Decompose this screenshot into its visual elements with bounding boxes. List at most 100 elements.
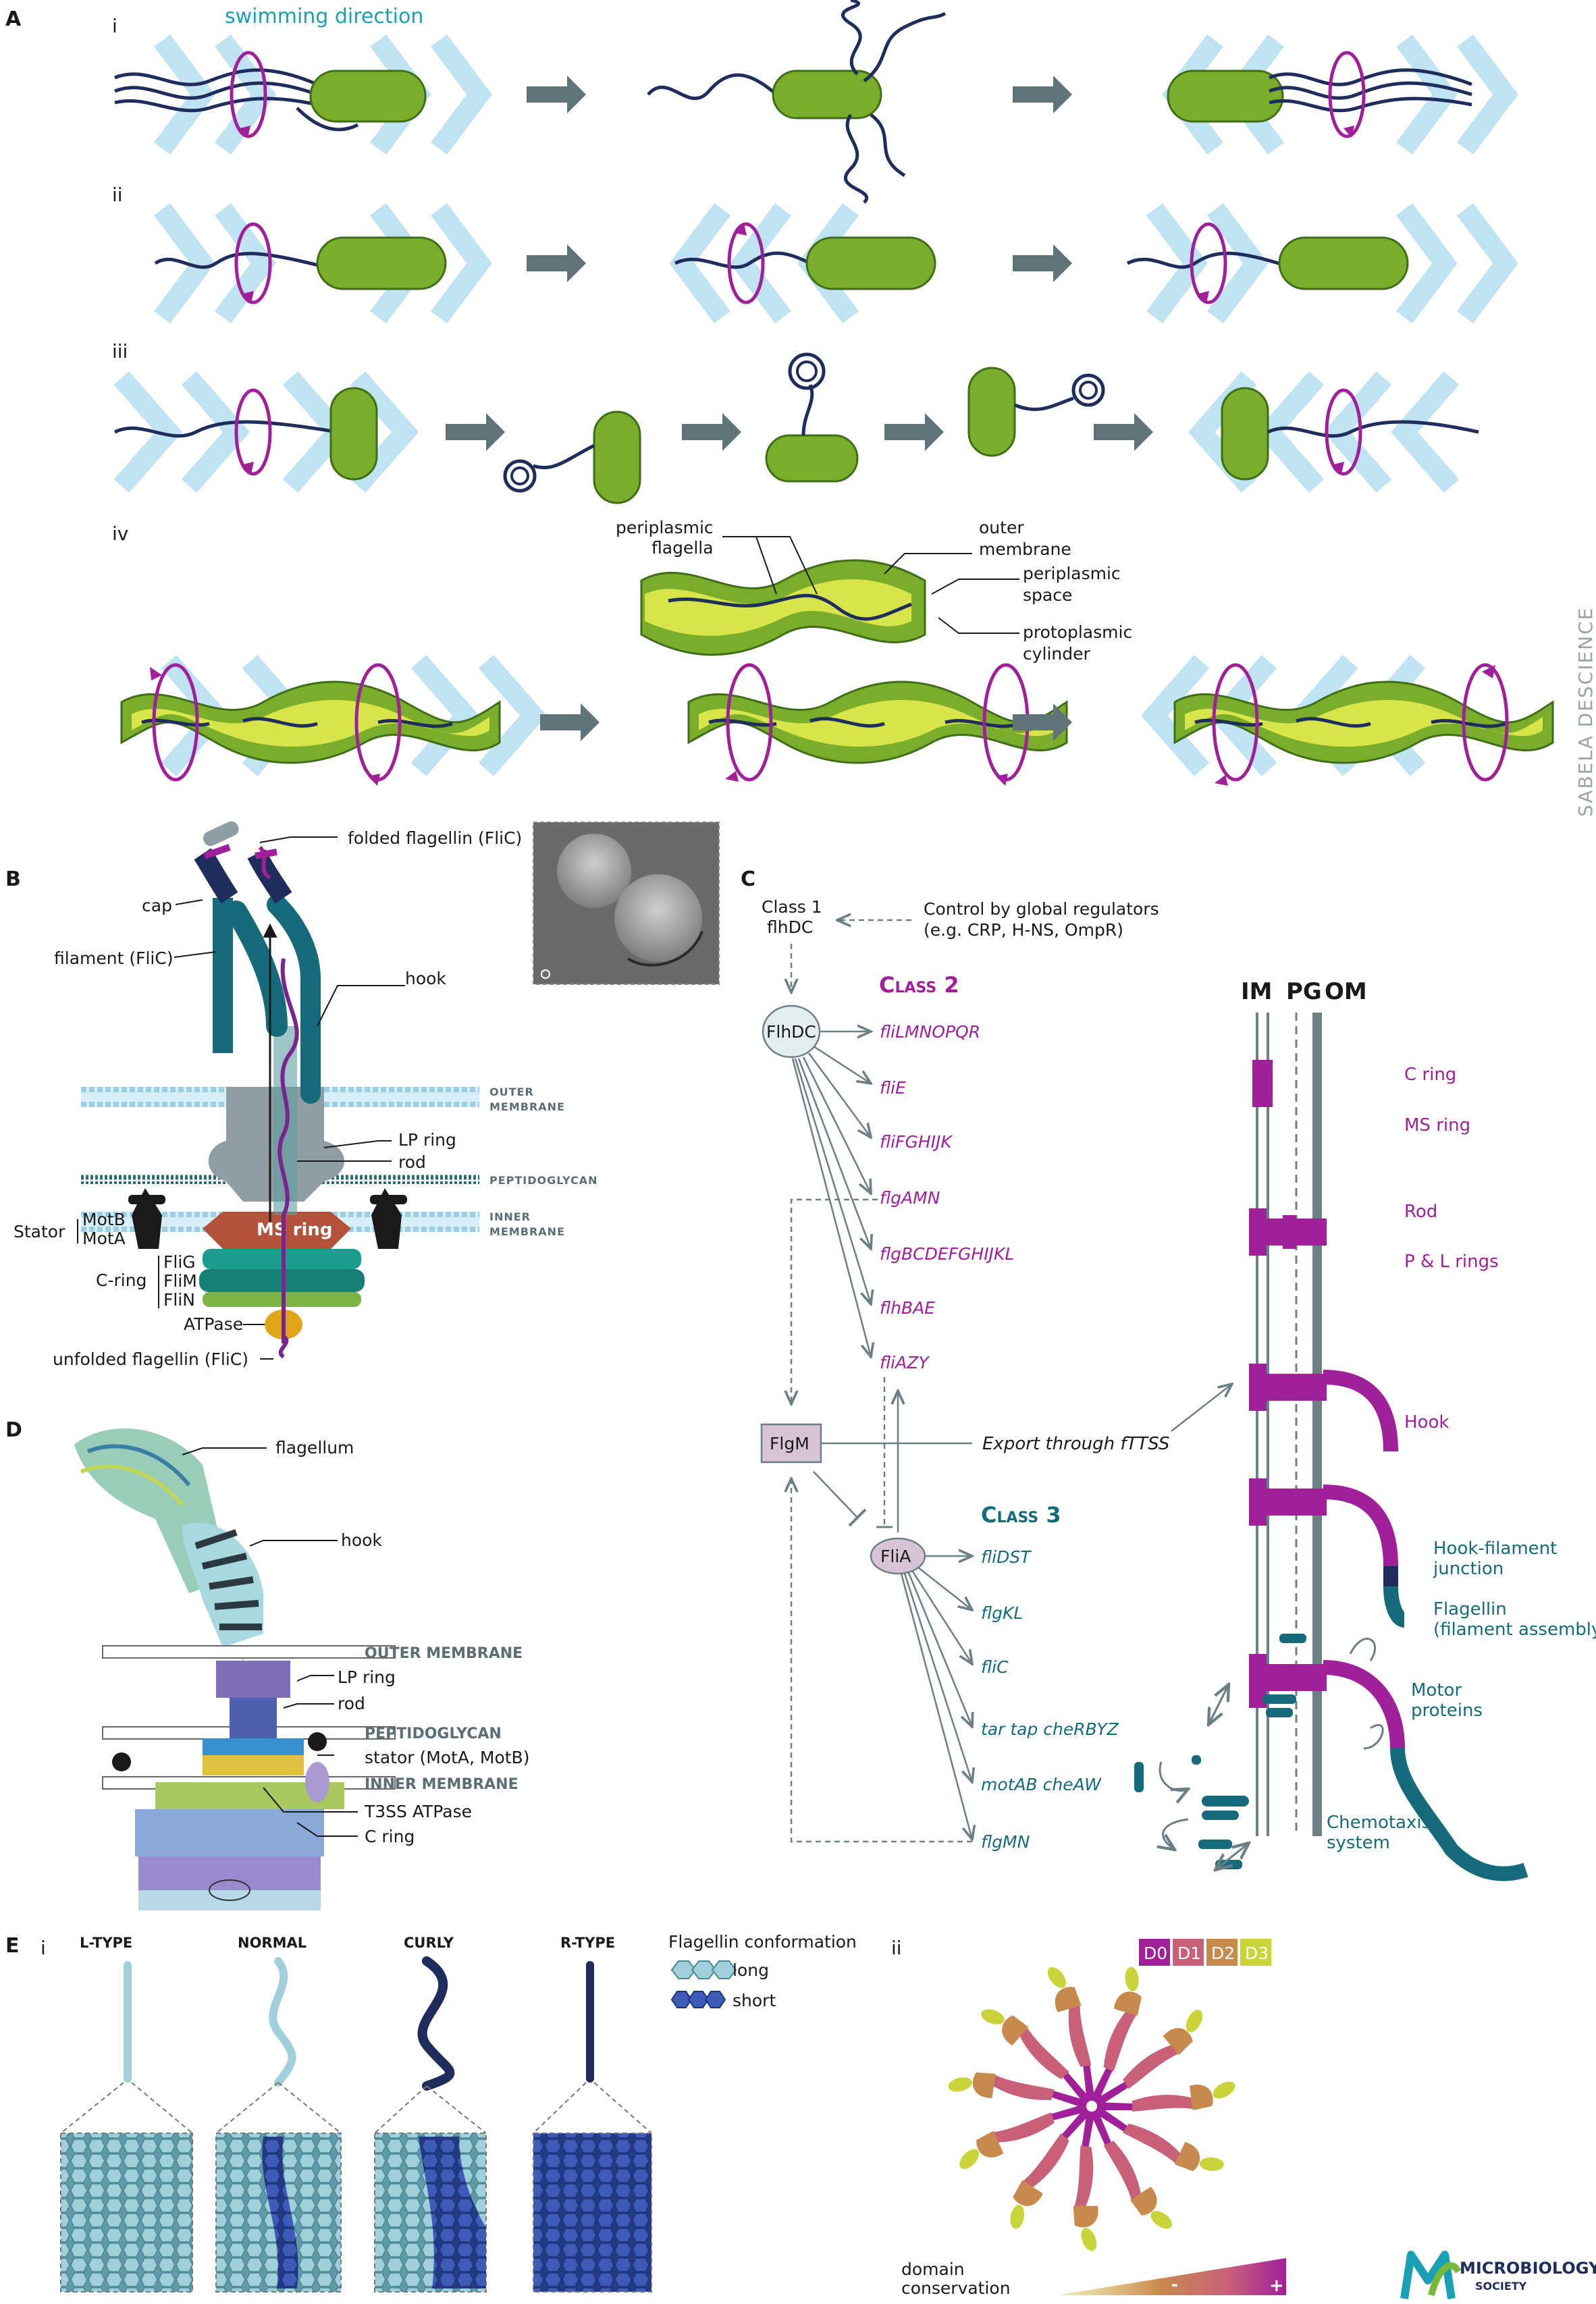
d0-label: D0 (1144, 1944, 1167, 1963)
rod-label-b: rod (398, 1152, 426, 1172)
row-iii-cells (113, 352, 1479, 504)
inner-membrane-b-line2: MEMBRANE (489, 1225, 565, 1238)
hook-label-b: hook (405, 969, 446, 988)
type-normal: NORMAL (238, 1935, 307, 1951)
flagellin-rosette (948, 1966, 1235, 2251)
legend-short: short (733, 1991, 776, 2010)
basal-body-d (112, 1661, 344, 1910)
d1-swatch (1173, 1939, 1204, 1966)
panel-b-label: B (5, 867, 21, 891)
flagellin-subunit (1090, 2109, 1173, 2229)
class2-label: Class 2 (879, 972, 959, 998)
logo-line1: MICROBIOLOGY (1460, 2259, 1596, 2278)
outer-membrane-b-line2: MEMBRANE (489, 1100, 565, 1113)
flagellin-subunit (948, 2072, 1088, 2109)
swimming-direction-label: swimming direction (225, 5, 423, 28)
conservation-minus: - (1171, 2275, 1178, 2294)
rod-label-d: rod (338, 1694, 365, 1713)
outer-membrane-b-line1: OUTER (489, 1086, 534, 1098)
conservation-plus: + (1269, 2276, 1284, 2296)
control-line2: (e.g. CRP, H-NS, OmpR) (924, 920, 1123, 940)
type-l: L-TYPE (80, 1935, 132, 1951)
flgm-node (760, 1423, 822, 1464)
d3-swatch (1240, 1939, 1271, 1966)
gene-flifghijk: fliFGHIJK (880, 1132, 953, 1152)
domain-conservation-line1: domain (901, 2259, 965, 2279)
flia-label: FliA (880, 1547, 911, 1566)
gene-flilmnopqr: fliLMNOPQR (880, 1022, 980, 1042)
ms-ring (203, 1212, 351, 1249)
stator-label-d: stator (MotA, MotB) (365, 1748, 529, 1767)
panel-a-arrows (446, 76, 1153, 741)
stage-c-ring: C ring (1404, 1065, 1456, 1085)
motb-label: MotB (82, 1210, 126, 1229)
d2-label: D2 (1211, 1944, 1235, 1963)
lp-ring-label-b: LP ring (398, 1130, 456, 1150)
class2-arrows (791, 1032, 871, 1357)
outer-membrane-label-d: OUTER MEMBRANE (365, 1645, 523, 1662)
peptidoglycan-label-b: PEPTIDOGLYCAN (489, 1174, 598, 1187)
flig-label: FliG (163, 1252, 196, 1272)
assembly-stages (1249, 1060, 1405, 1749)
outer-membrane-line1: outer (979, 518, 1024, 537)
atpase-label: ATPase (184, 1314, 243, 1334)
row-ii-label: ii (112, 184, 123, 206)
flagellin-subunit (1047, 1966, 1095, 2101)
hook-structure (182, 1522, 263, 1661)
outer-membrane-line2: membrane (979, 539, 1071, 559)
export-label: Export through fTTSS (982, 1434, 1169, 1454)
protoplasmic-cylinder-line1: protoplasmic (1023, 622, 1132, 642)
class3-arrows (900, 1556, 972, 1840)
gene-flgbcdefghijkl: flgBCDEFGHIJKL (880, 1244, 1014, 1264)
legend-long-swatch (670, 1960, 737, 1979)
panel-b: B MS ring (5, 821, 720, 1369)
periplasmic-space-line2: space (1023, 585, 1072, 605)
stator-label: Stator (14, 1222, 65, 1241)
flagellin-subunit (981, 2009, 1092, 2105)
d1-label: D1 (1177, 1944, 1201, 1963)
lp-ring-label-d: LP ring (338, 1667, 396, 1687)
flagellin-subunit (1097, 2081, 1235, 2112)
panel-a-label: A (5, 7, 22, 31)
d2-swatch (1206, 1939, 1238, 1966)
conformation-title: Flagellin conformation (668, 1932, 857, 1952)
stage-rod: Rod (1404, 1202, 1437, 1222)
row-ii-cells (154, 222, 1409, 304)
micrograph (533, 822, 720, 985)
flagellin-subunit (1090, 1966, 1142, 2104)
flagellin-subunit (1073, 2111, 1098, 2251)
inner-membrane-label-d: INNER MEMBRANE (365, 1776, 518, 1793)
hook-filament-line2: junction (1433, 1559, 1504, 1579)
gene-flie: fliE (880, 1078, 906, 1098)
unfolded-flagellin-label: unfolded flagellin (FliC) (53, 1349, 248, 1369)
stator-motors (128, 1188, 407, 1249)
row-iii-label: iii (112, 340, 128, 363)
pg-label: PG (1286, 978, 1322, 1005)
im-label: IM (1241, 978, 1272, 1005)
panel-e-i-label: i (41, 1937, 46, 1959)
stage-pl-rings: P & L rings (1404, 1252, 1499, 1272)
flin-label: FliN (163, 1290, 195, 1310)
flim-label: FliM (163, 1271, 197, 1291)
conservation-gradient (1057, 2258, 1286, 2295)
gene-motab: motAB cheAW (981, 1775, 1102, 1794)
flagellin-line2: (filament assembly) (1433, 1619, 1596, 1640)
motor-line1: Motor (1411, 1680, 1462, 1700)
microbiology-society-logo: MICROBIOLOGY SOCIETY (1400, 2251, 1596, 2299)
gene-flgkl: flgKL (981, 1603, 1023, 1623)
logo-line2: SOCIETY (1475, 2280, 1527, 2293)
gene-flidst: fliDST (981, 1547, 1032, 1567)
periplasmic-flagella-line2: flagella (651, 538, 714, 558)
flagellum-label-d: flagellum (275, 1438, 354, 1457)
type-curly: CURLY (404, 1935, 454, 1951)
stage-ms-ring: MS ring (1404, 1115, 1470, 1135)
d3-label: D3 (1245, 1944, 1269, 1963)
row-iv-label: iv (112, 523, 128, 545)
row-i-label: i (112, 15, 117, 37)
swim-chevrons (113, 34, 1518, 776)
t3ss-label: T3SS ATPase (364, 1802, 472, 1821)
flhdc-label: FlhDC (766, 1022, 816, 1042)
panel-e: E i ii L-TYPE NORMAL CURLY R-TYPE Flagel… (5, 1932, 1596, 2299)
legend-long: long (733, 1960, 769, 1980)
flgm-label: FlgM (770, 1434, 809, 1453)
